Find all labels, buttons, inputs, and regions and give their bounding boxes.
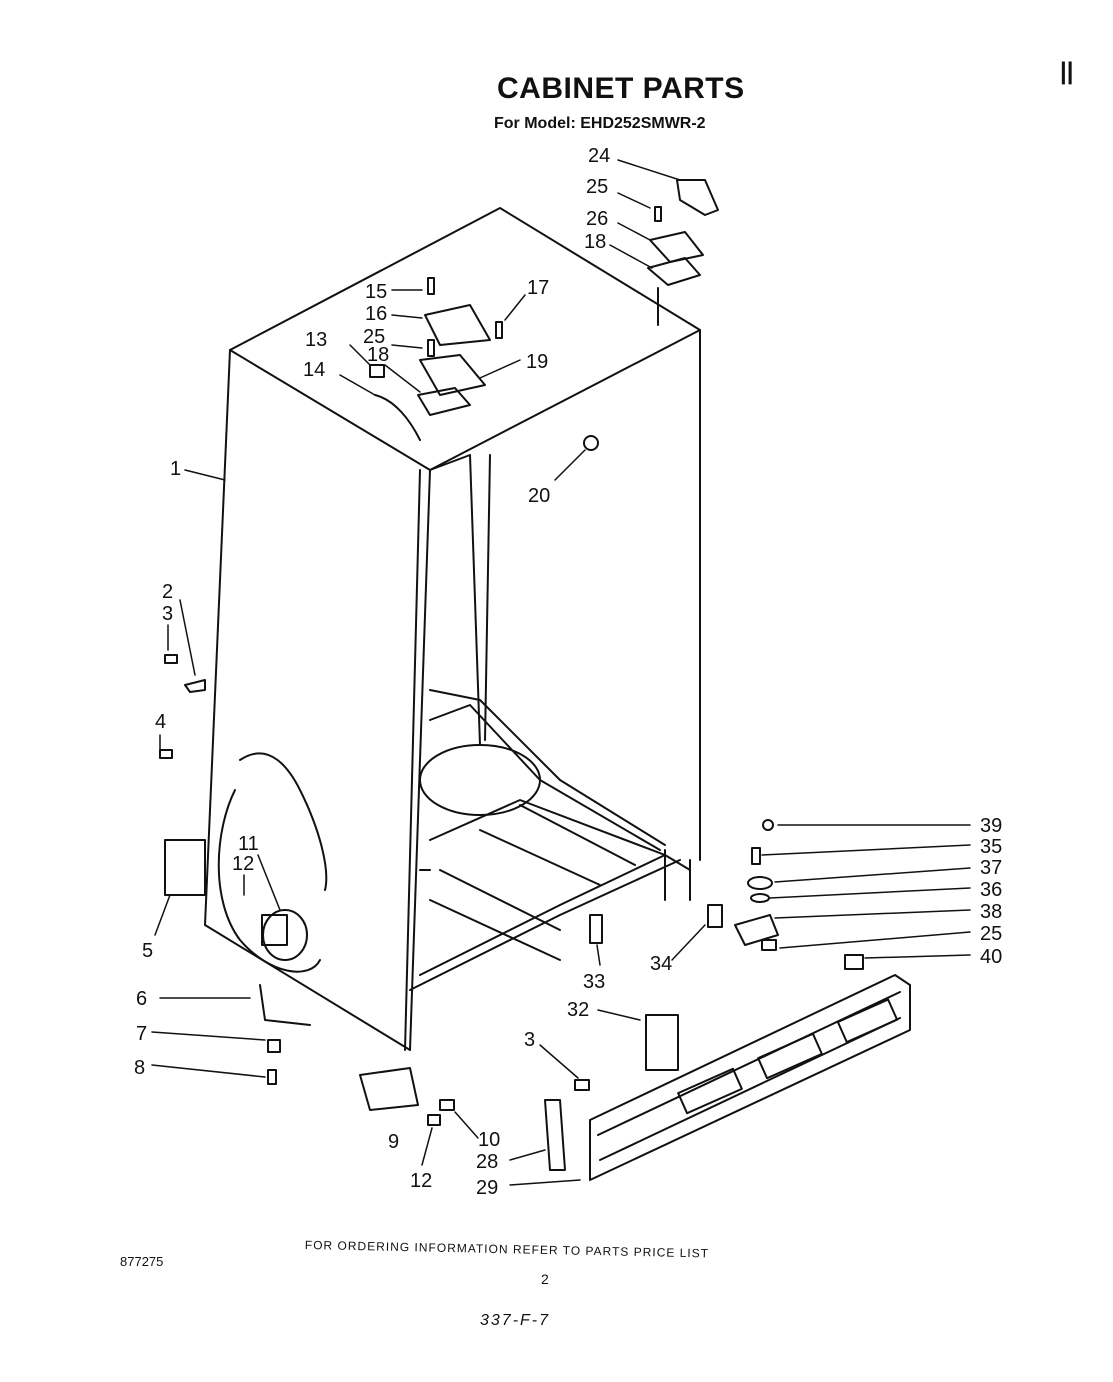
callout-37: 37 (980, 857, 1002, 879)
callout-29: 29 (476, 1177, 498, 1199)
top-hinge-right (647, 179, 719, 326)
callout-17: 17 (527, 277, 549, 299)
callout-11: 11 (238, 833, 259, 855)
callout-19: 19 (526, 351, 548, 373)
callout-40: 40 (980, 946, 1002, 968)
callout-10: 10 (478, 1129, 500, 1151)
callout-4: 4 (155, 711, 166, 733)
callout-2: 2 (162, 581, 173, 603)
callout-35: 35 (980, 836, 1002, 858)
callout-labels: 24 25 26 18 15 16 17 25 13 18 19 14 20 1… (134, 145, 1002, 1199)
callout-32: 32 (567, 999, 589, 1021)
callout-13: 13 (305, 329, 327, 351)
callout-16: 16 (365, 303, 387, 325)
handwritten-code: 337-F-7 (480, 1312, 551, 1329)
callout-24: 24 (588, 145, 610, 167)
callout-14: 14 (303, 359, 325, 381)
corner-mark: || (1060, 58, 1074, 85)
callout-6: 6 (136, 988, 147, 1010)
callout-9: 9 (388, 1131, 399, 1153)
model-subtitle: For Model: EHD252SMWR-2 (494, 115, 706, 132)
callout-36: 36 (980, 879, 1002, 901)
callout-18: 18 (367, 344, 389, 366)
callout-8: 8 (134, 1057, 145, 1079)
callout-15: 15 (365, 281, 387, 303)
callout-26: 26 (586, 208, 608, 230)
callout-1: 1 (170, 458, 181, 480)
callout-3: 3 (524, 1029, 535, 1051)
toe-grille (589, 974, 911, 1181)
diagram-title: CABINET PARTS (497, 72, 745, 105)
callout-39: 39 (980, 815, 1002, 837)
callout-18: 18 (584, 231, 606, 253)
callout-25: 25 (363, 326, 385, 348)
side-brackets (159, 654, 311, 1085)
tubing (217, 752, 328, 973)
bottom-hardware (359, 819, 864, 1171)
callout-28: 28 (476, 1151, 498, 1173)
callout-25: 25 (980, 923, 1002, 945)
callout-7: 7 (136, 1023, 147, 1045)
top-hinge-left (369, 277, 599, 451)
callout-34: 34 (650, 953, 672, 975)
callout-3: 3 (162, 603, 173, 625)
callout-25: 25 (586, 176, 608, 198)
callout-12: 12 (232, 853, 254, 875)
callout-38: 38 (980, 901, 1002, 923)
callout-5: 5 (142, 940, 153, 962)
page-number: 2 (541, 1271, 549, 1287)
callout-20: 20 (528, 485, 550, 507)
document-number: 877275 (120, 1254, 164, 1269)
callout-33: 33 (583, 971, 605, 993)
callout-12: 12 (410, 1170, 432, 1192)
leader-lines (151, 159, 971, 1186)
cabinet-body (204, 207, 701, 1051)
